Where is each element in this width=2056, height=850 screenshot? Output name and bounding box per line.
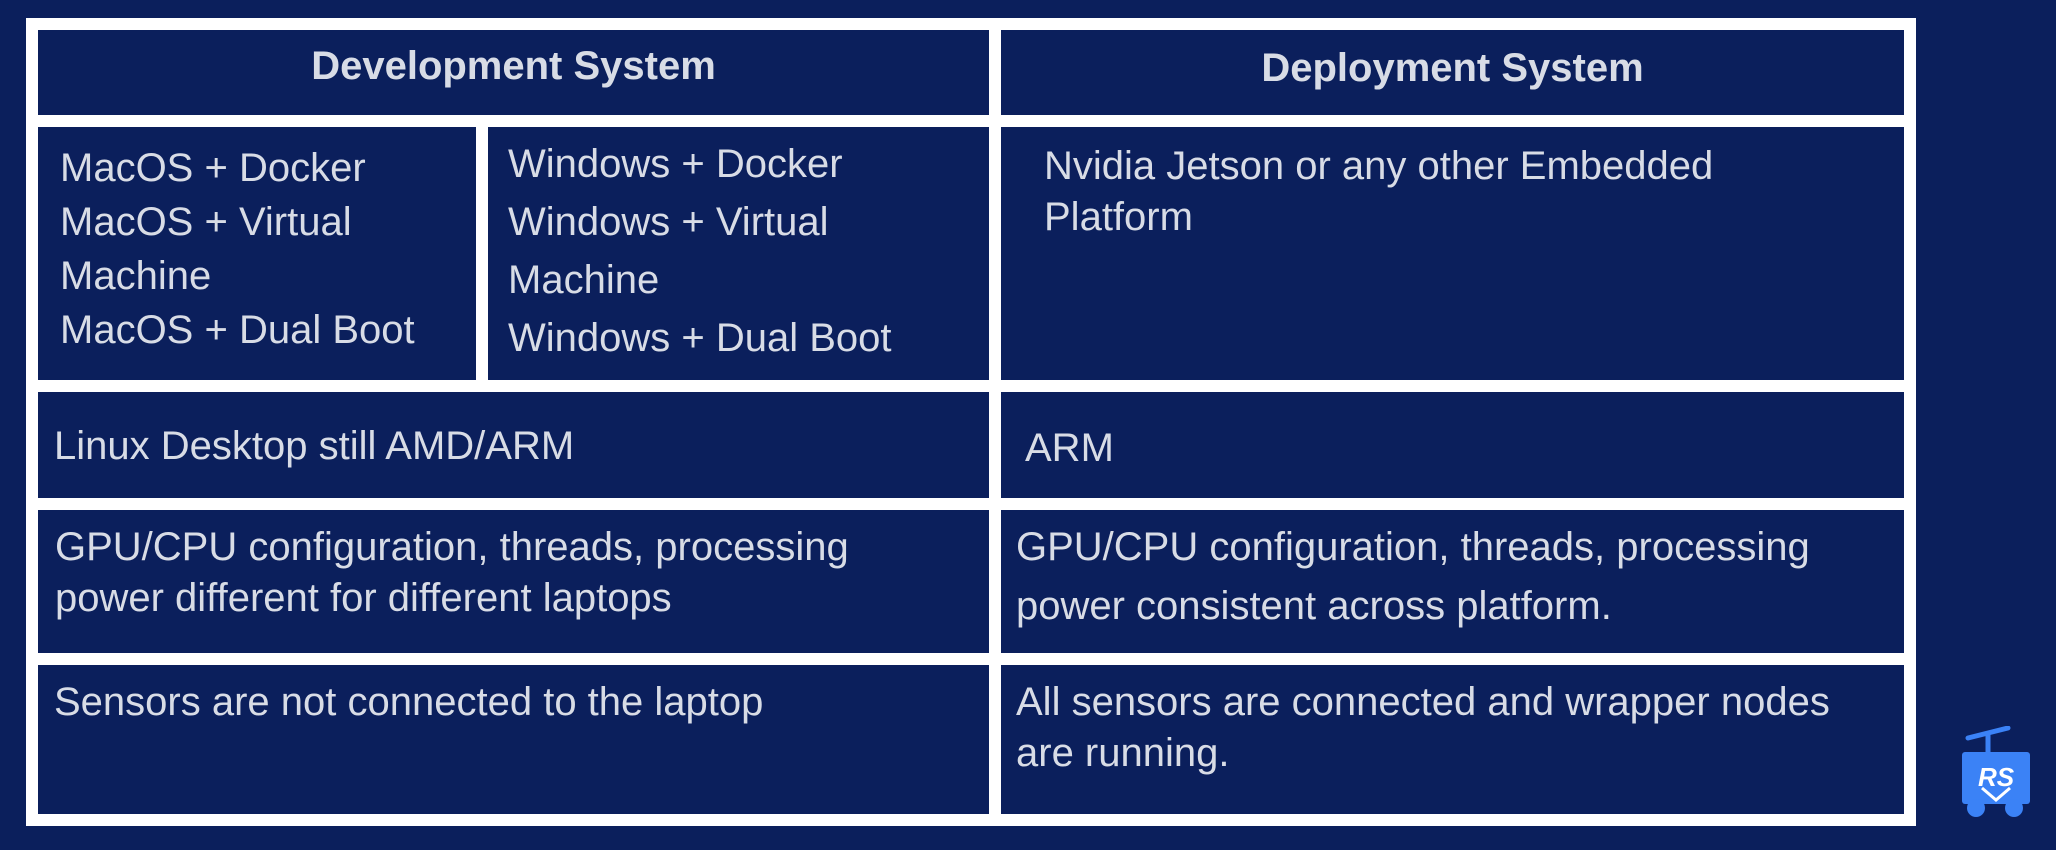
- development-compute-text: GPU/CPU configuration, threads, processi…: [55, 525, 849, 620]
- windows-option: Machine: [508, 258, 660, 302]
- development-system-header-cell: Development System: [26, 18, 1001, 127]
- deployment-platform-cell: Nvidia Jetson or any other Embedded Plat…: [989, 115, 1916, 392]
- deployment-system-header: Deployment System: [1261, 46, 1644, 90]
- deployment-sensors-text: All sensors are connected and wrapper no…: [1016, 680, 1830, 775]
- robot-cart-logo-icon: RS: [1956, 725, 2036, 822]
- windows-options-list: Windows + Docker Windows + Virtual Machi…: [488, 127, 989, 367]
- macos-option: MacOS + Docker: [60, 146, 366, 190]
- deployment-sensors-cell: All sensors are connected and wrapper no…: [989, 653, 1916, 826]
- deployment-compute-text: GPU/CPU configuration, threads, processi…: [1016, 525, 1810, 628]
- windows-option: Windows + Docker: [508, 142, 843, 186]
- macos-options-list: MacOS + Docker MacOS + Virtual Machine M…: [38, 127, 476, 357]
- windows-option: Windows + Virtual: [508, 200, 829, 244]
- development-architecture-cell: Linux Desktop still AMD/ARM: [26, 380, 1001, 510]
- deployment-compute-cell: GPU/CPU configuration, threads, processi…: [989, 498, 1916, 665]
- windows-option: Windows + Dual Boot: [508, 316, 892, 360]
- deployment-system-header-cell: Deployment System: [989, 18, 1916, 127]
- development-compute-cell: GPU/CPU configuration, threads, processi…: [26, 498, 1001, 665]
- development-sensors-text: Sensors are not connected to the laptop: [54, 680, 764, 724]
- macos-options-cell: MacOS + Docker MacOS + Virtual Machine M…: [26, 115, 488, 392]
- development-architecture-text: Linux Desktop still AMD/ARM: [54, 424, 575, 468]
- macos-option: Machine: [60, 254, 212, 298]
- deployment-architecture-text: ARM: [1025, 426, 1114, 470]
- windows-options-cell: Windows + Docker Windows + Virtual Machi…: [476, 115, 1001, 392]
- development-sensors-cell: Sensors are not connected to the laptop: [26, 653, 1001, 826]
- deployment-architecture-cell: ARM: [989, 380, 1916, 510]
- macos-option: MacOS + Virtual: [60, 200, 352, 244]
- logo-text: RS: [1978, 762, 2015, 792]
- macos-option: MacOS + Dual Boot: [60, 308, 415, 352]
- development-system-header: Development System: [311, 44, 716, 88]
- deployment-platform-text: Nvidia Jetson or any other Embedded Plat…: [1044, 144, 1714, 239]
